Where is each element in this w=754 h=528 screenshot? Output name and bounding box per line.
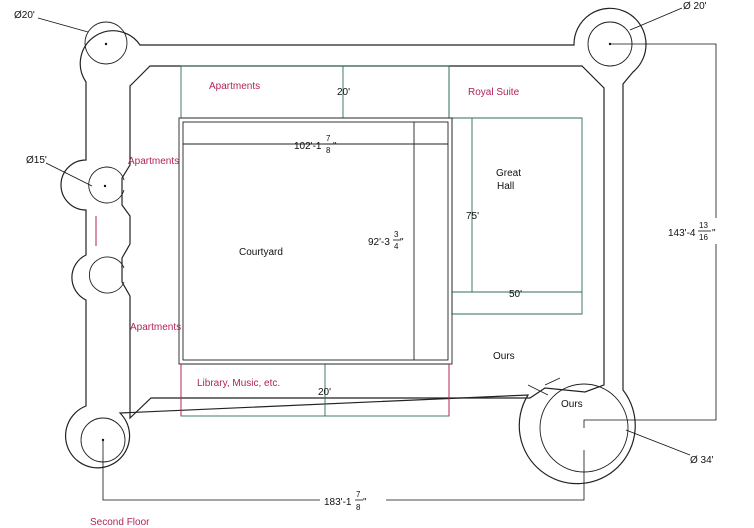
- tower-bottom-right-notch: [527, 377, 561, 396]
- dim-numerator: 7: [326, 134, 331, 143]
- apartments-top-room: [180, 65, 450, 119]
- dim-whole: 143'-4: [668, 228, 696, 239]
- leader-line: [45, 162, 93, 187]
- courtyard-outer: [178, 117, 453, 365]
- dim-whole: 102'-1: [294, 141, 322, 152]
- label-tower-top-left-diameter: Ø20': [14, 10, 35, 21]
- label-apartments-left-upper: Apartments: [128, 156, 179, 167]
- tower-left-upper-inner: [88, 166, 125, 204]
- courtyard-inner: [182, 121, 449, 361]
- label-ours-room: Ours: [493, 351, 515, 362]
- label-apartments-left-lower: Apartments: [130, 322, 181, 333]
- tower-top-left-inner: [84, 21, 128, 65]
- leader-line: [629, 7, 683, 31]
- overall-width-dim-line: [102, 440, 585, 501]
- label-tower-left-diameter: Ø15': [26, 155, 47, 166]
- dim-numerator: 13: [699, 221, 708, 230]
- dim-inch-mark: ": [363, 497, 367, 508]
- dim-courtyard-width: 102'-1 7 8 ": [294, 134, 337, 155]
- tower-left-lower-inner: [88, 256, 125, 294]
- dim-apartments-depth: 20': [337, 87, 350, 98]
- leader-line: [625, 429, 691, 456]
- center-dot: [103, 184, 107, 188]
- dim-numerator: 7: [356, 490, 361, 499]
- dim-inch-mark: ": [333, 141, 337, 152]
- floor-label: Second Floor: [90, 517, 150, 528]
- dim-denominator: 8: [326, 146, 331, 155]
- label-great-hall-line2: Hall: [497, 181, 514, 192]
- dim-inch-mark: ": [400, 237, 404, 248]
- dim-great-hall-width: 50': [509, 289, 522, 300]
- dim-courtyard-depth: 92'-3 3 4 ": [368, 230, 404, 251]
- dim-overall-width: 183'-1 7 8 ": [320, 490, 386, 514]
- overall-height-dim-line: [583, 43, 717, 428]
- outer-wall-outer-line: [60, 7, 647, 485]
- dim-denominator: 16: [699, 233, 708, 242]
- center-dot: [104, 42, 108, 46]
- label-apartments-top: Apartments: [209, 81, 260, 92]
- label-tower-bottom-right-diameter: Ø 34': [690, 455, 714, 466]
- dim-whole: 92'-3: [368, 237, 390, 248]
- label-royal-suite: Royal Suite: [468, 87, 520, 98]
- dim-numerator: 3: [394, 230, 399, 239]
- dim-whole: 183'-1: [324, 497, 352, 508]
- dim-great-hall-length: 75': [466, 211, 479, 222]
- label-tower-top-right-diameter: Ø 20': [683, 1, 707, 12]
- label-great-hall-line1: Great: [496, 168, 521, 179]
- outer-wall-inner-line: [121, 65, 605, 420]
- label-courtyard: Courtyard: [239, 247, 283, 258]
- dim-denominator: 8: [356, 503, 361, 512]
- dim-inch-mark: ": [712, 228, 716, 239]
- leader-line: [37, 17, 89, 33]
- dim-overall-height: 143'-4 13 16 ": [664, 218, 750, 244]
- dim-label-background: [320, 492, 386, 514]
- label-ours-tower: Ours: [561, 399, 583, 410]
- dim-denominator: 4: [394, 242, 399, 251]
- label-library: Library, Music, etc.: [197, 378, 280, 389]
- dim-library-depth: 20': [318, 387, 331, 398]
